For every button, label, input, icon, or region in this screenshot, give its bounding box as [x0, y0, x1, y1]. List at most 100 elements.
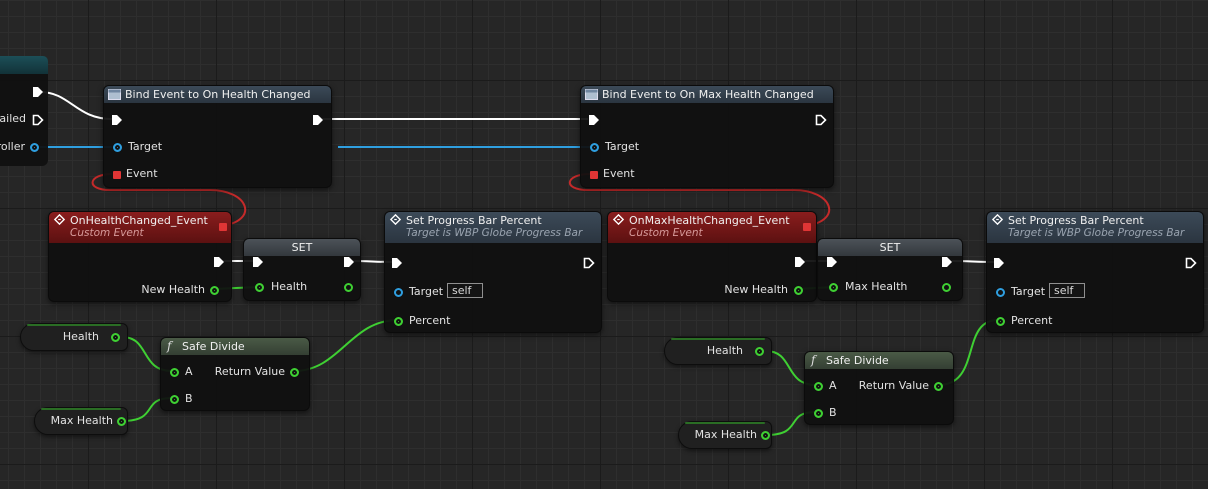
target-label: Target — [605, 140, 640, 153]
set-progress-percent-subtitle-2: Target is WBP Globe Progress Bar — [1008, 227, 1185, 239]
target-pin[interactable] — [590, 143, 599, 152]
max-health-getter-pin-2[interactable] — [761, 431, 770, 440]
new-health-label: New Health — [141, 283, 205, 296]
set-progress-percent-title: Set Progress Bar Percent — [406, 214, 542, 227]
controller-label: roller — [0, 140, 25, 153]
exec-in-pin[interactable] — [826, 256, 838, 268]
partial-node-header — [0, 56, 48, 74]
exec-out-pin[interactable] — [794, 256, 806, 268]
bind-event-max-health-header: Bind Event to On Max Health Changed — [581, 86, 833, 103]
b-label: B — [185, 392, 193, 405]
health-getter-node-2[interactable]: Health — [664, 337, 772, 365]
health-out-pin[interactable] — [344, 283, 353, 292]
max-health-getter-pin[interactable] — [117, 417, 126, 426]
custom-event-max-health-header: OnMaxHealthChanged_Event Custom Event — [608, 212, 816, 243]
health-getter-label: Health — [62, 330, 99, 343]
event-icon — [612, 214, 625, 225]
custom-event-health-subtitle: Custom Event — [70, 227, 144, 239]
safe-divide-header: f Safe Divide — [161, 338, 309, 355]
delegate-out-pin[interactable] — [219, 223, 227, 231]
exec-in-pin[interactable] — [588, 114, 600, 126]
max-health-out-pin[interactable] — [942, 283, 951, 292]
safe-divide-node-2[interactable]: f Safe Divide A Return Value B — [804, 351, 954, 425]
new-health-out-pin[interactable] — [794, 286, 803, 295]
set-progress-percent-node-2[interactable]: Set Progress Bar Percent Target is WBP G… — [986, 211, 1204, 333]
exec-out-pin[interactable] — [343, 256, 355, 268]
set-progress-percent-header: Set Progress Bar Percent Target is WBP G… — [385, 212, 601, 243]
exec-out-pin[interactable] — [213, 256, 225, 268]
max-health-getter-node-2[interactable]: Max Health — [678, 421, 772, 449]
exec-out-pin[interactable] — [312, 114, 324, 126]
bind-event-health-node[interactable]: Bind Event to On Health Changed Target E… — [103, 85, 332, 188]
safe-divide-title: Safe Divide — [182, 340, 245, 353]
exec-in-pin[interactable] — [252, 256, 264, 268]
return-value-label: Return Value — [214, 365, 285, 378]
exec-in-pin[interactable] — [993, 257, 1005, 269]
bind-icon — [108, 89, 121, 100]
safe-divide-header-2: f Safe Divide — [805, 352, 953, 369]
set-progress-percent-node[interactable]: Set Progress Bar Percent Target is WBP G… — [384, 211, 602, 333]
exec-out-pin[interactable] — [32, 86, 44, 98]
b-in-pin[interactable] — [814, 409, 823, 418]
controller-out-pin[interactable] — [30, 143, 39, 152]
target-pin[interactable] — [996, 288, 1005, 297]
target-self-field[interactable]: self — [447, 283, 483, 298]
new-health-out-pin[interactable] — [210, 286, 219, 295]
exec-out-pin[interactable] — [941, 256, 953, 268]
failed-label: Failed — [0, 112, 26, 125]
exec-out-pin[interactable] — [815, 114, 827, 126]
failed-exec-pin[interactable] — [32, 114, 44, 126]
safe-divide-node[interactable]: f Safe Divide A Return Value B — [160, 337, 310, 411]
set-health-header: SET — [244, 239, 360, 256]
custom-event-health-header: OnHealthChanged_Event Custom Event — [49, 212, 231, 243]
function-call-icon — [389, 214, 402, 225]
target-label: Target — [128, 140, 163, 153]
health-getter-node[interactable]: Health — [20, 323, 128, 351]
max-health-in-pin[interactable] — [829, 283, 838, 292]
target-label: Target — [1011, 285, 1046, 298]
custom-event-max-health-subtitle: Custom Event — [629, 227, 703, 239]
max-health-getter-node[interactable]: Max Health — [34, 407, 128, 435]
return-value-out-pin[interactable] — [934, 382, 943, 391]
target-self-field[interactable]: self — [1049, 283, 1085, 298]
set-max-health-node[interactable]: SET Max Health — [817, 238, 963, 301]
return-value-out-pin[interactable] — [290, 368, 299, 377]
max-health-getter-label-2: Max Health — [694, 428, 757, 441]
percent-in-pin[interactable] — [996, 317, 1005, 326]
set-health-node[interactable]: SET Health — [243, 238, 361, 301]
health-getter-pin[interactable] — [111, 333, 120, 342]
target-pin[interactable] — [113, 143, 122, 152]
target-pin[interactable] — [394, 288, 403, 297]
set-progress-percent-header-2: Set Progress Bar Percent Target is WBP G… — [987, 212, 1203, 243]
bind-event-health-title: Bind Event to On Health Changed — [125, 88, 311, 101]
exec-in-pin[interactable] — [111, 114, 123, 126]
return-value-label: Return Value — [858, 379, 929, 392]
bind-icon — [585, 89, 598, 100]
a-in-pin[interactable] — [170, 368, 179, 377]
event-delegate-pin[interactable] — [590, 171, 598, 179]
b-in-pin[interactable] — [170, 395, 179, 404]
bind-event-max-health-node[interactable]: Bind Event to On Max Health Changed Targ… — [580, 85, 834, 188]
health-in-pin[interactable] — [255, 283, 264, 292]
set-health-title: SET — [291, 241, 313, 254]
exec-out-pin[interactable] — [583, 257, 595, 269]
percent-in-pin[interactable] — [394, 317, 403, 326]
exec-out-pin[interactable] — [1185, 257, 1197, 269]
set-max-health-var-label: Max Health — [845, 280, 908, 293]
safe-divide-title-2: Safe Divide — [826, 354, 889, 367]
percent-label: Percent — [409, 314, 451, 327]
health-getter-pin-2[interactable] — [755, 347, 764, 356]
a-in-pin[interactable] — [814, 382, 823, 391]
event-delegate-pin[interactable] — [113, 171, 121, 179]
partial-node-left[interactable]: Failed roller — [0, 56, 48, 166]
set-progress-percent-title-2: Set Progress Bar Percent — [1008, 214, 1144, 227]
set-health-var-label: Health — [271, 280, 308, 293]
exec-in-pin[interactable] — [391, 257, 403, 269]
wire-exec — [39, 91, 113, 120]
custom-event-health-node[interactable]: OnHealthChanged_Event Custom Event New H… — [48, 211, 232, 302]
custom-event-max-health-title: OnMaxHealthChanged_Event — [629, 214, 790, 227]
a-label: A — [185, 365, 193, 378]
delegate-out-pin[interactable] — [803, 223, 811, 231]
health-getter-label-2: Health — [706, 344, 743, 357]
custom-event-max-health-node[interactable]: OnMaxHealthChanged_Event Custom Event Ne… — [607, 211, 817, 302]
